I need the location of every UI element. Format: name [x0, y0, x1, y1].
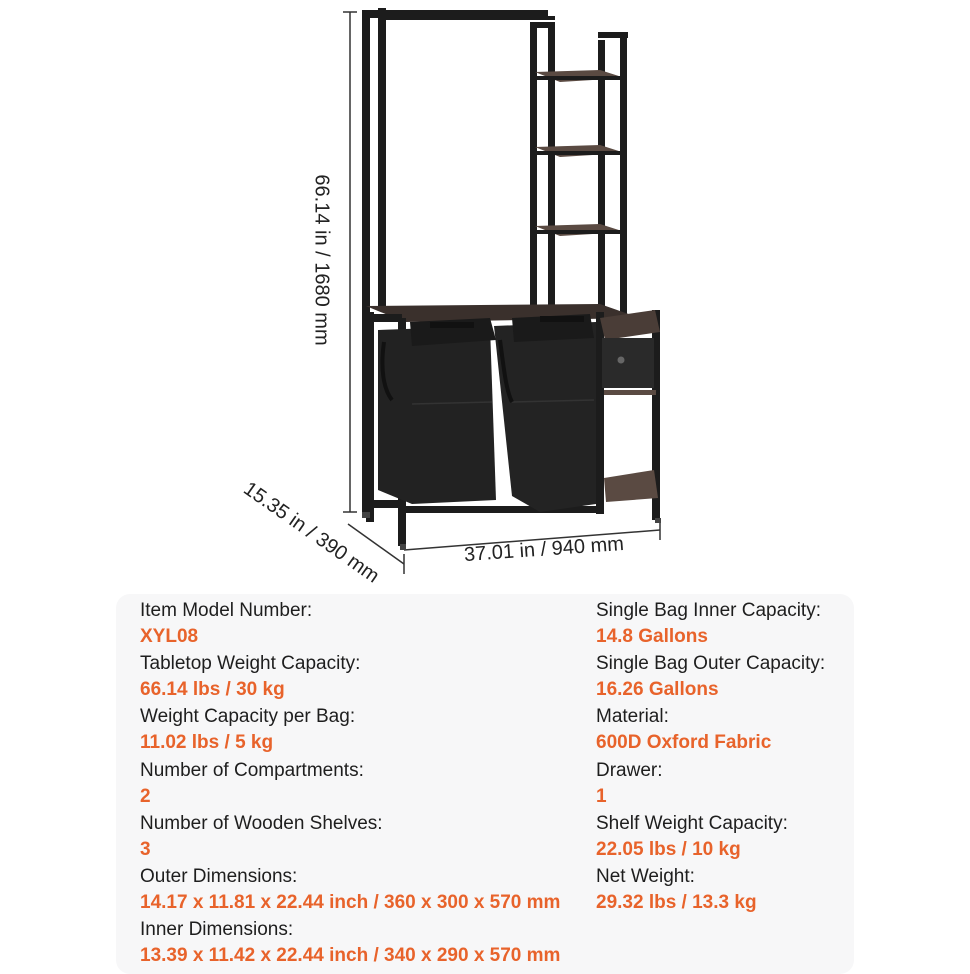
spec-value: 16.26 Gallons — [596, 679, 719, 701]
product-illustration — [343, 8, 661, 574]
spec-item-wooden-shelves: Number of Wooden Shelves: 3 — [140, 811, 560, 864]
spec-item-bag-inner-capacity: Single Bag Inner Capacity: 14.8 Gallons — [596, 598, 825, 651]
spec-item-compartments: Number of Compartments: 2 — [140, 758, 560, 811]
spec-label: Material: — [596, 706, 669, 728]
spec-value: 29.32 lbs / 13.3 kg — [596, 891, 757, 913]
spec-value: 14.8 Gallons — [596, 626, 708, 647]
spec-label: Item Model Number: — [140, 600, 313, 621]
spec-value: 66.14 lbs / 30 kg — [140, 679, 285, 701]
spec-item-tabletop-capacity: Tabletop Weight Capacity: 66.14 lbs / 30… — [140, 651, 560, 704]
feet — [362, 512, 661, 550]
spec-label: Number of Wooden Shelves: — [140, 812, 383, 834]
spec-label: Drawer: — [596, 759, 663, 781]
spec-label: Tabletop Weight Capacity: — [140, 653, 361, 675]
spec-item-shelf-capacity: Shelf Weight Capacity: 22.05 lbs / 10 kg — [596, 811, 825, 864]
side-shelves — [535, 70, 625, 236]
spec-value: XYL08 — [140, 626, 199, 647]
spec-label: Single Bag Inner Capacity: — [596, 600, 821, 621]
frame-posts — [362, 8, 628, 514]
specifications-panel — [116, 594, 854, 974]
spec-value: 2 — [140, 785, 151, 807]
spec-label: Weight Capacity per Bag: — [140, 706, 356, 728]
drawer-unit — [600, 310, 660, 502]
spec-item-model-number: Item Model Number: XYL08 — [140, 598, 560, 651]
spec-item-inner-dimensions: Inner Dimensions: 13.39 x 11.42 x 22.44 … — [140, 917, 560, 970]
spec-value: 14.17 x 11.81 x 22.44 inch / 360 x 300 x… — [140, 891, 561, 913]
spec-item-bag-capacity: Weight Capacity per Bag: 11.02 lbs / 5 k… — [140, 704, 560, 757]
spec-label: Outer Dimensions: — [140, 865, 298, 887]
spec-value: 3 — [140, 838, 151, 860]
spec-label: Net Weight: — [596, 865, 695, 887]
spec-value: 11.02 lbs / 5 kg — [140, 732, 274, 754]
spec-label: Inner Dimensions: — [140, 919, 294, 941]
spec-item-outer-dimensions: Outer Dimensions: 14.17 x 11.81 x 22.44 … — [140, 864, 560, 917]
laundry-bags — [378, 314, 596, 512]
dimension-lines — [343, 11, 661, 574]
spec-label: Shelf Weight Capacity: — [596, 812, 788, 834]
spec-value: 13.39 x 11.42 x 22.44 inch / 340 x 290 x… — [140, 945, 561, 967]
spec-item-material: Material: 600D Oxford Fabric — [596, 704, 825, 757]
spec-value: 1 — [596, 785, 607, 807]
spec-label: Single Bag Outer Capacity: — [596, 653, 826, 675]
height-dimension-label: 66.14 in / 1680 mm — [310, 174, 333, 346]
spec-label: Number of Compartments: — [140, 759, 364, 781]
spec-item-net-weight: Net Weight: 29.32 lbs / 13.3 kg — [596, 864, 825, 917]
spec-item-bag-outer-capacity: Single Bag Outer Capacity: 16.26 Gallons — [596, 651, 825, 704]
spec-value: 22.05 lbs / 10 kg — [596, 838, 741, 860]
spec-column-left: Item Model Number: XYL08 Tabletop Weight… — [140, 598, 560, 970]
spec-value: 600D Oxford Fabric — [596, 732, 772, 754]
spec-column-right: Single Bag Inner Capacity: 14.8 Gallons … — [596, 598, 825, 917]
spec-item-drawer: Drawer: 1 — [596, 758, 825, 811]
